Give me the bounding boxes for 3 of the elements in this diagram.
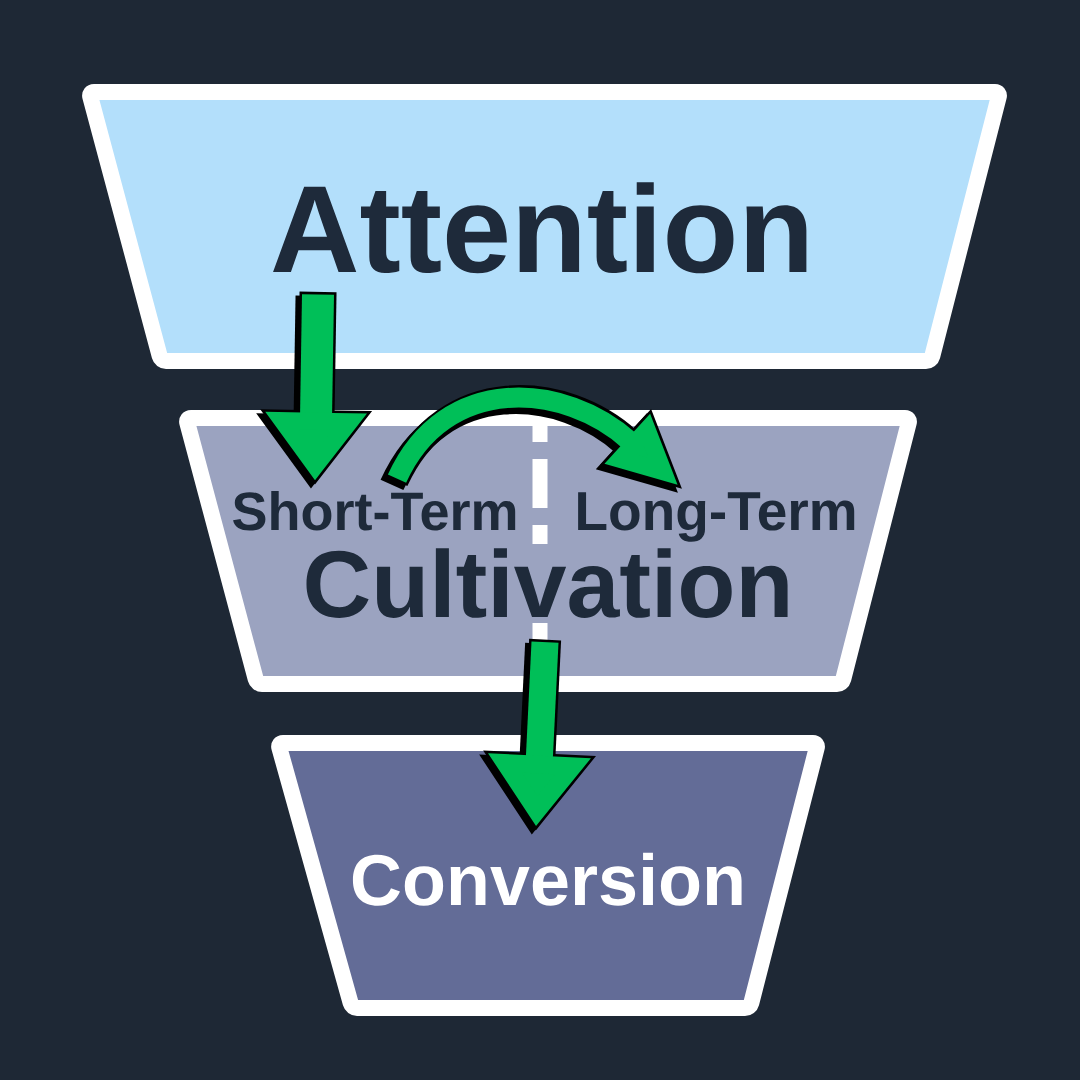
- funnel-section: Attention: [82, 84, 1007, 369]
- section-label: Long-Term: [578, 492, 855, 542]
- section-label: Short-Term: [233, 490, 516, 531]
